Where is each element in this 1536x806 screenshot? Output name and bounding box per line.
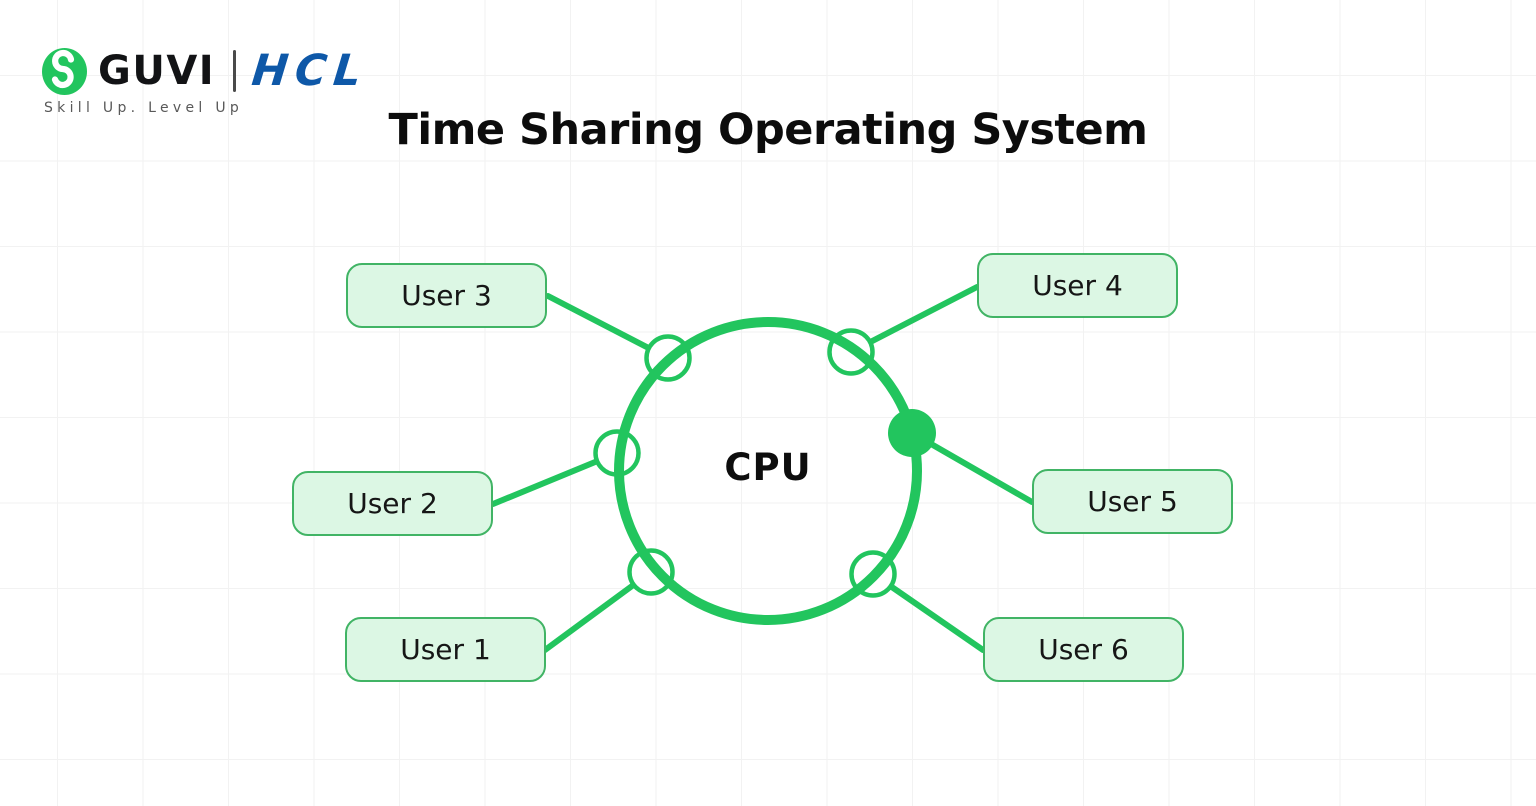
brand-tagline: Skill Up. Level Up bbox=[44, 100, 244, 116]
user-2-label: User 2 bbox=[347, 487, 438, 520]
user-3-node: User 3 bbox=[346, 263, 547, 328]
brand-name: GUVI bbox=[98, 48, 216, 94]
user-1-label: User 1 bbox=[400, 633, 491, 666]
user-5-node: User 5 bbox=[1032, 469, 1233, 534]
cpu-label: CPU bbox=[724, 446, 812, 489]
active-slot-dot bbox=[888, 409, 936, 457]
slot-ring-lower-left bbox=[627, 548, 675, 596]
guvi-glyph-icon bbox=[42, 47, 87, 95]
user-3-label: User 3 bbox=[401, 279, 492, 312]
brand-logo-group: GUVI HCL bbox=[42, 46, 371, 96]
guvi-glyph-icon-svg bbox=[51, 49, 75, 88]
user-4-label: User 4 bbox=[1032, 269, 1123, 302]
user-6-label: User 6 bbox=[1038, 633, 1129, 666]
cpu-circle bbox=[614, 317, 922, 625]
user-2-node: User 2 bbox=[292, 471, 493, 536]
user-1-node: User 1 bbox=[345, 617, 546, 682]
user-6-node: User 6 bbox=[983, 617, 1184, 682]
page-title: Time Sharing Operating System bbox=[388, 105, 1148, 155]
user-5-label: User 5 bbox=[1087, 485, 1178, 518]
user-4-node: User 4 bbox=[977, 253, 1178, 318]
brand-divider bbox=[233, 50, 237, 92]
